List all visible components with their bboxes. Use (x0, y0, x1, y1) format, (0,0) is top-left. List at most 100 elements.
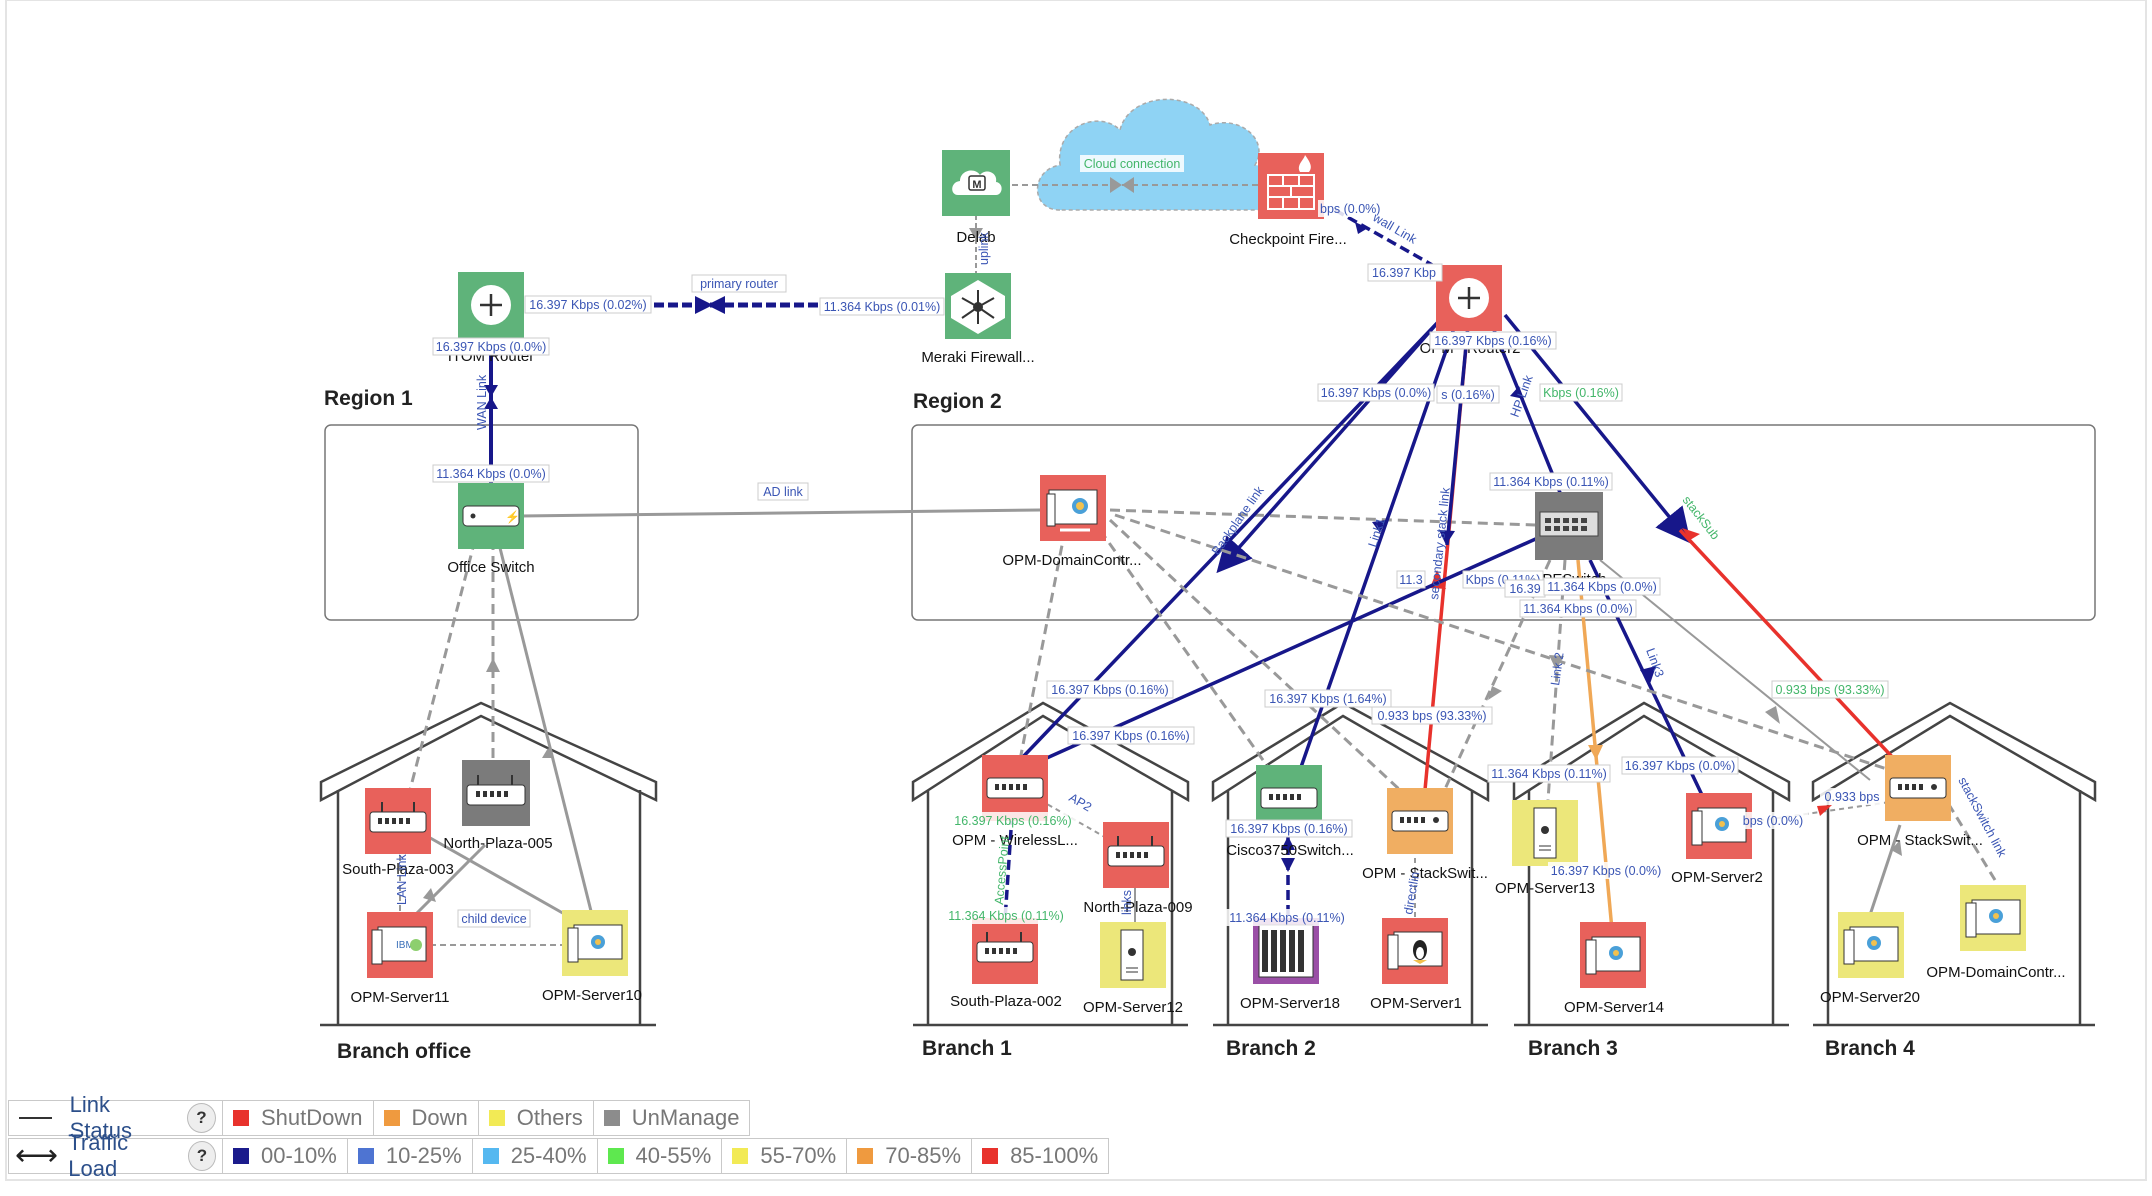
label-north-plaza-005: North-Plaza-005 (443, 835, 552, 852)
cloud-icon[interactable] (1036, 98, 1281, 211)
node-north-plaza-005[interactable] (462, 760, 530, 826)
link-northplaza005-server11[interactable] (408, 843, 487, 922)
legend-item-40-55[interactable]: 40-55% (597, 1138, 723, 1174)
node-opm-stackswit1[interactable] (1387, 788, 1453, 854)
link-hpe-server20[interactable] (1599, 559, 1871, 781)
legend-item-others[interactable]: Others (478, 1100, 594, 1136)
link-domain-branch4[interactable] (1114, 513, 1906, 777)
legend-item-label: Others (516, 1105, 583, 1130)
label-ad-link: AD link (763, 485, 803, 499)
node-opm-router2[interactable] (1436, 265, 1502, 331)
label-server2-top: 16.397 Kbps (0.0%) (1625, 759, 1736, 773)
link-router2-backplane[interactable] (1216, 318, 1442, 574)
link-domain-hpe[interactable] (1109, 508, 1536, 527)
node-opm-stackswit2[interactable] (1885, 755, 1951, 821)
label-lan-link: LAN Link (395, 854, 409, 905)
node-itom-router[interactable] (458, 272, 524, 338)
link-delab-meraki[interactable] (969, 215, 983, 275)
label-server13-top: 11.364 Kbps (0.11%) (1491, 767, 1607, 781)
label-link1: Link1 (1366, 516, 1389, 549)
link-itom-meraki[interactable] (528, 296, 945, 314)
node-opm-server18[interactable] (1253, 918, 1319, 984)
label-server18-top: 11.364 Kbps (0.11%) (1229, 911, 1345, 925)
load-55-70-swatch (732, 1148, 749, 1164)
label-router2-kbp: 16.397 Kbp (1372, 266, 1436, 280)
node-opm-server11[interactable]: IBM (367, 912, 433, 978)
down-swatch (383, 1110, 400, 1126)
node-meraki-firewall[interactable] (945, 273, 1011, 339)
link-router2-stackswit2[interactable] (1503, 313, 1897, 762)
label-link2: Link 2 (1548, 651, 1567, 686)
label-hpe-1639: 16.39 (1509, 582, 1540, 596)
link-hpe-stackswit1[interactable] (1438, 559, 1552, 801)
building-branch1 (911, 701, 1190, 1027)
node-north-plaza-009[interactable] (1103, 822, 1169, 888)
label-wall-link: wall Link (1370, 210, 1420, 247)
link-itom-officeswitch[interactable] (484, 335, 498, 490)
legend-item-label: 00-10% (261, 1143, 337, 1168)
link-wireless-southplaza002[interactable] (1003, 814, 1014, 921)
label-opm-server10: OPM-Server10 (542, 987, 642, 1004)
legend-item-85-100[interactable]: 85-100% (972, 1138, 1110, 1174)
link-southplaza003-server10[interactable] (424, 833, 576, 922)
node-south-plaza-003[interactable] (365, 788, 431, 854)
node-opm-domaincontroller1[interactable] (1040, 475, 1106, 541)
node-opm-server20[interactable] (1838, 912, 1904, 978)
node-opm-server14[interactable] (1580, 922, 1646, 988)
legend-item-25-40[interactable]: 25-40% (472, 1138, 598, 1174)
legend-item-unmanage[interactable]: UnManage (593, 1100, 751, 1136)
legend-item-shutdown[interactable]: ShutDown (223, 1100, 374, 1136)
node-delab[interactable]: M (942, 150, 1010, 216)
label-office-switch: Office Switch (447, 559, 534, 576)
link-status-help-button[interactable]: ? (186, 1103, 216, 1133)
legend-item-10-25[interactable]: 10-25% (347, 1138, 473, 1174)
load-10-25-swatch (357, 1148, 374, 1164)
link-officeswitch-northplaza005[interactable] (486, 540, 500, 760)
node-opm-wireless[interactable] (982, 755, 1048, 821)
node-opm-server10[interactable] (562, 910, 628, 976)
link-delab-checkpoint[interactable] (1012, 177, 1258, 193)
load-70-85-swatch (857, 1148, 874, 1164)
node-opm-server1[interactable] (1382, 918, 1448, 984)
legend-item-down[interactable]: Down (373, 1100, 479, 1136)
label-opm-server12: OPM-Server12 (1083, 999, 1183, 1016)
ibm-glyph: IBM (396, 940, 414, 951)
label-checkpoint-bps: bps (0.0%) (1320, 202, 1380, 216)
link-ad[interactable] (519, 508, 1041, 518)
label-hpe-11364b: 11.364 Kbps (0.0%) (1523, 602, 1633, 616)
link-domain-cisco[interactable] (1098, 529, 1272, 771)
legend-link-status-row: Link Status ? ShutDown Down Others UnMan… (8, 1092, 1109, 1143)
shutdown-swatch (233, 1110, 249, 1126)
legend-item-70-85[interactable]: 70-85% (847, 1138, 973, 1174)
label-branch4-0933: 0.933 bps (93.33%) (1775, 683, 1884, 697)
link-server20-stackswit2[interactable] (1868, 824, 1902, 916)
load-25-40-swatch (482, 1148, 499, 1164)
node-office-switch[interactable]: ⚡ (458, 483, 524, 549)
legend-link-status-title: Link Status ? (8, 1092, 223, 1143)
node-opm-server12[interactable] (1100, 922, 1166, 988)
legend-item-55-70[interactable]: 55-70% (722, 1138, 848, 1174)
node-hpeswitch[interactable] (1535, 492, 1603, 560)
legend-item-label: 85-100% (1010, 1143, 1099, 1168)
link-domain-wireless[interactable] (1018, 529, 1067, 761)
node-checkpoint-firewall[interactable] (1258, 153, 1324, 219)
building-label-branch3: Branch 3 (1528, 1037, 1618, 1060)
legend-item-label: 10-25% (385, 1143, 462, 1168)
node-opm-server13[interactable] (1512, 800, 1578, 866)
label-wl-16397b: 16.397 Kbps (0.16%) (1072, 729, 1189, 743)
link-server2-stackswit2[interactable] (1749, 801, 1891, 823)
label-child-device: child device (461, 912, 526, 926)
link-officeswitch-southplaza003[interactable] (408, 539, 477, 791)
link-hpe-server2[interactable] (1588, 559, 1704, 796)
switch-glyph: ⚡ (505, 510, 520, 524)
traffic-load-help-button[interactable]: ? (187, 1141, 216, 1171)
node-south-plaza-002[interactable] (972, 918, 1038, 984)
link-officeswitch-server10[interactable] (496, 539, 594, 916)
load-00-10-swatch (233, 1148, 249, 1164)
region1-label: Region 1 (324, 387, 413, 410)
legend-item-00-10[interactable]: 00-10% (223, 1138, 348, 1174)
link-domain-stackswit1[interactable] (1108, 518, 1402, 792)
link-line-icon (15, 1108, 56, 1128)
node-opm-domaincontroller2[interactable] (1960, 885, 2026, 951)
